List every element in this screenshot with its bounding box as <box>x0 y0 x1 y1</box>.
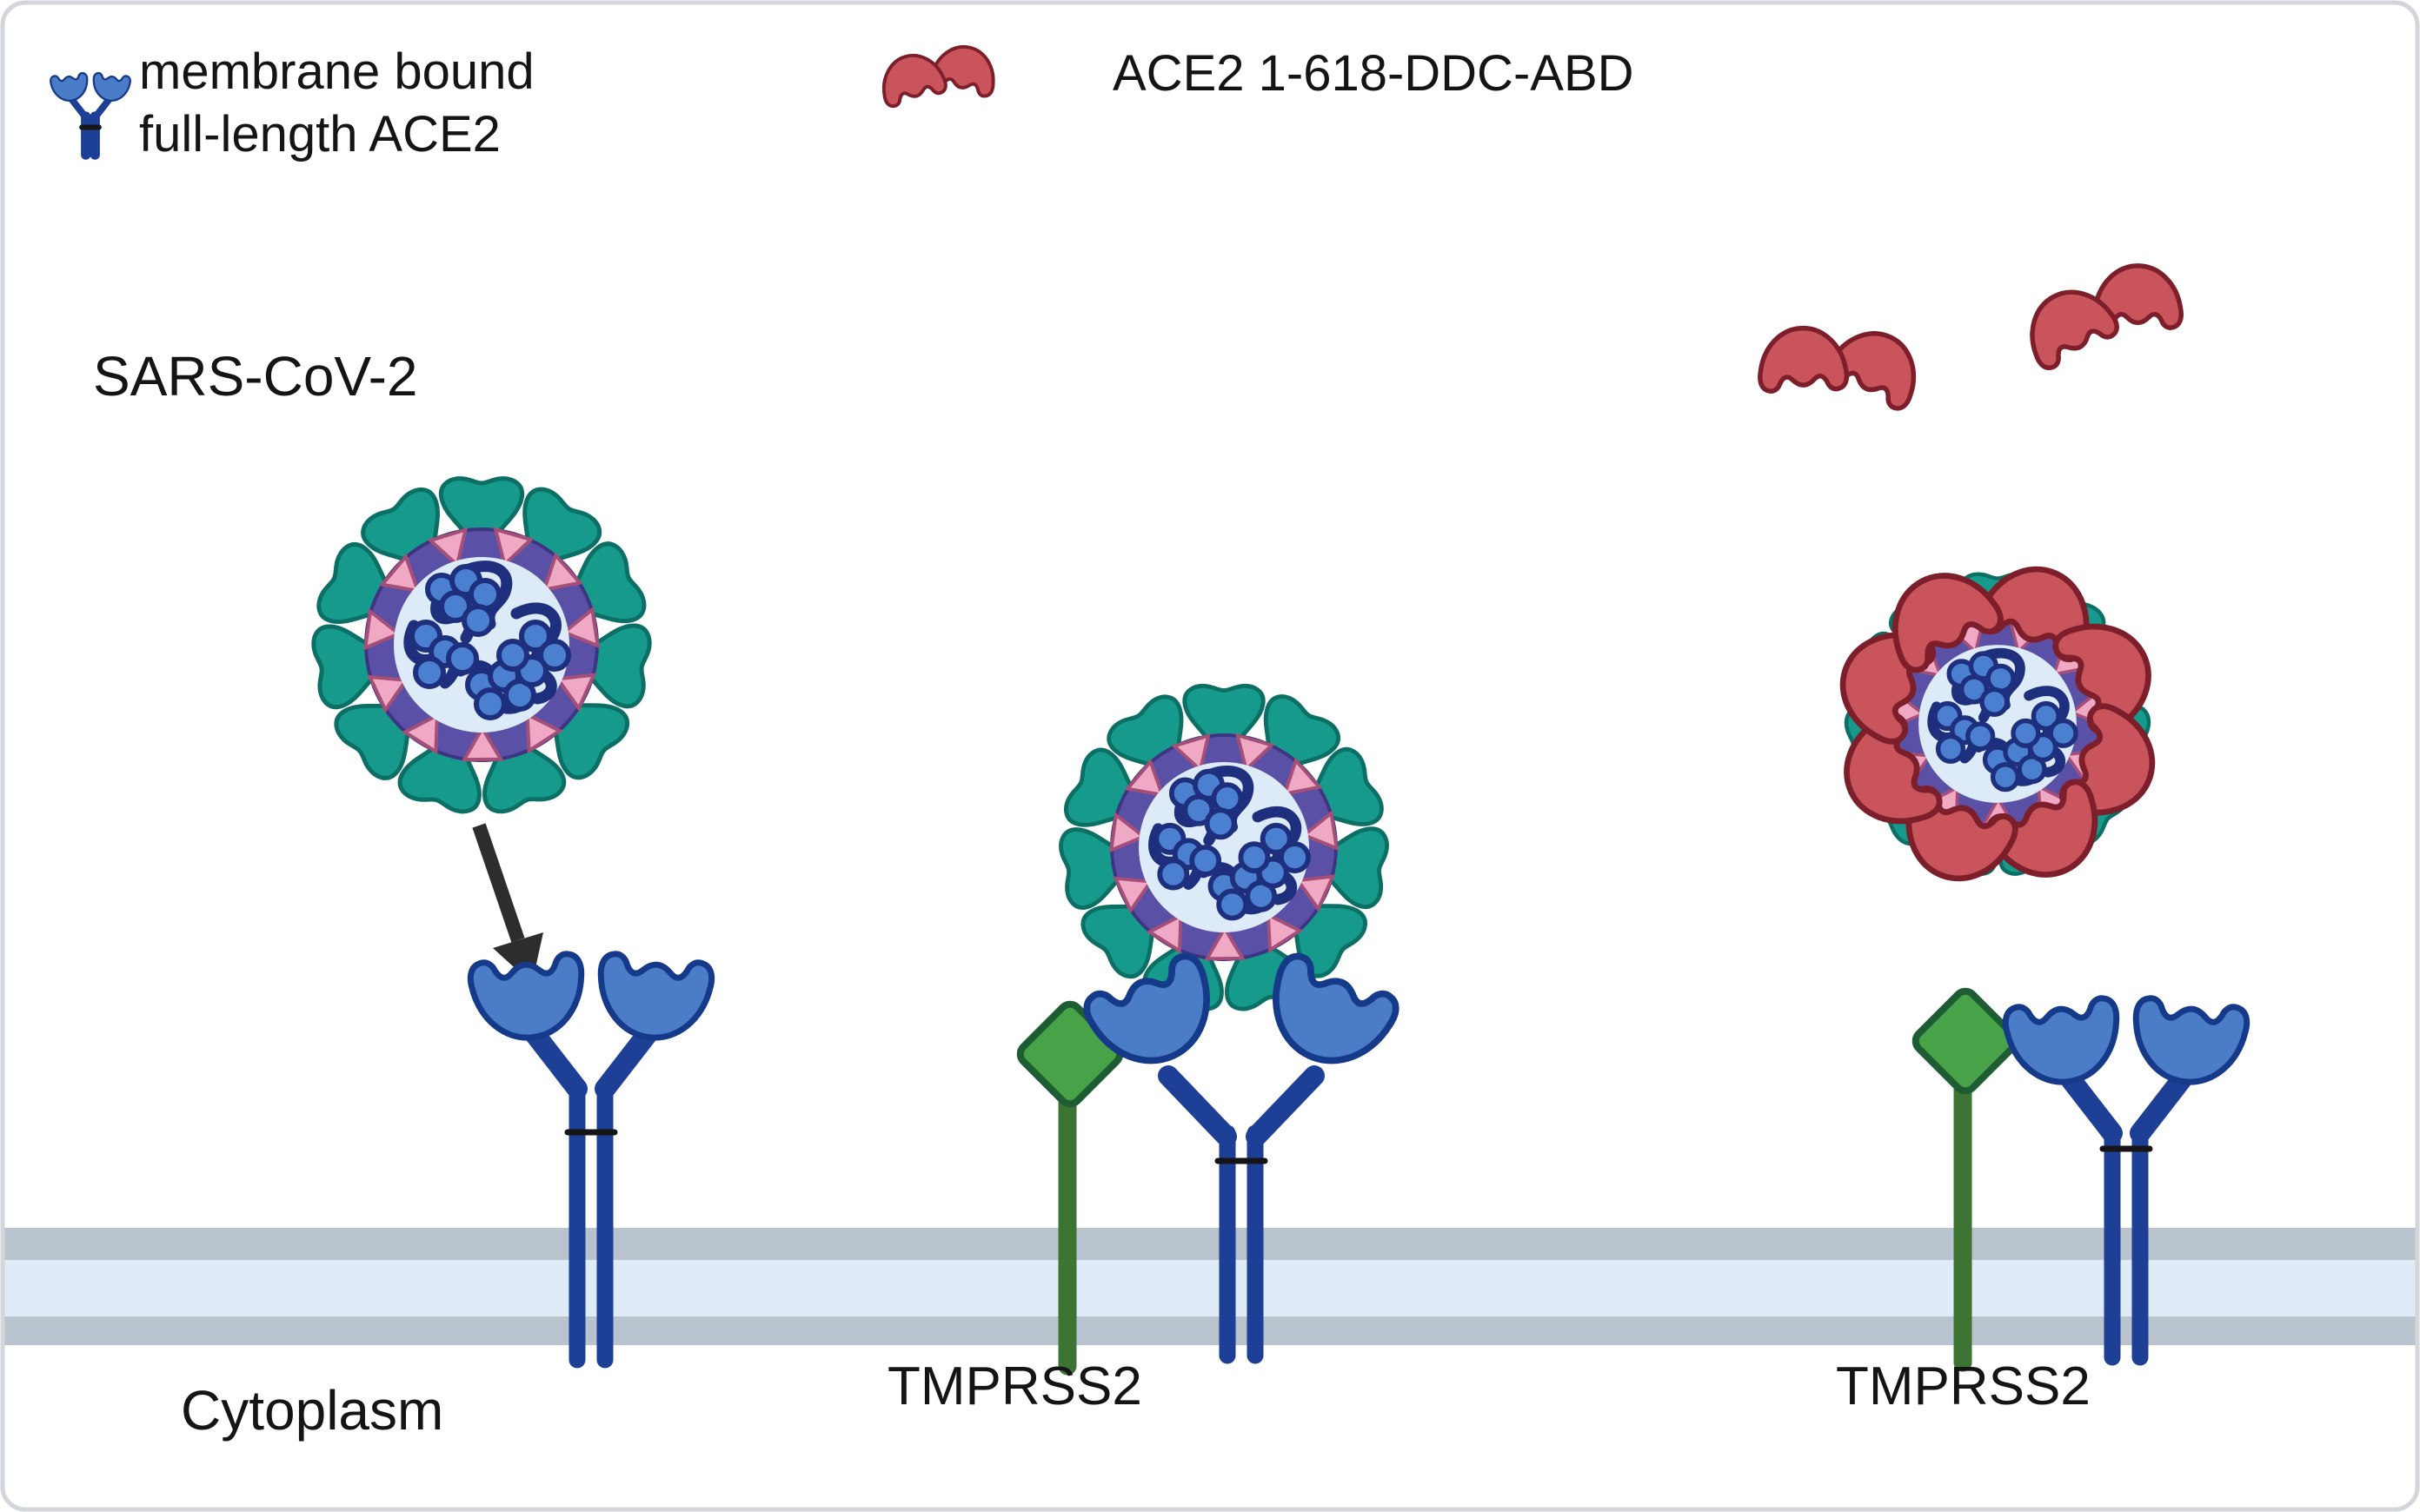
sars-cov-2-virion-free <box>311 479 652 816</box>
ace2-receptor-icon <box>50 73 131 160</box>
legend-membrane-ace2-line1: membrane bound <box>139 43 535 100</box>
sars-cov-2-virion-neutralized <box>1827 554 2168 894</box>
ace2-decoy-icon <box>875 41 1000 108</box>
free-decoy-pair-2 <box>2008 249 2197 375</box>
sars-cov-2-label: SARS-CoV-2 <box>93 345 417 408</box>
ace2-receptor-left <box>469 952 713 1369</box>
ace2-receptor-right <box>2004 997 2248 1366</box>
legend-membrane-ace2-line2: full-length ACE2 <box>139 106 501 162</box>
binding-arrow <box>472 823 543 984</box>
tmprss2-label-middle: TMPRSS2 <box>888 1356 1142 1416</box>
tmprss2-label-right: TMPRSS2 <box>1836 1356 2091 1416</box>
cytoplasm-label: Cytoplasm <box>181 1379 443 1442</box>
free-decoy-pair-1 <box>1744 297 1934 429</box>
ace2-receptor-middle-bound <box>1081 952 1401 1364</box>
cell-membrane <box>2 1228 2418 1345</box>
legend-decoy-label: ACE2 1-618-DDC-ABD <box>1113 45 1634 102</box>
tmprss2-diamond-icon <box>1911 987 2019 1095</box>
tmprss2-right <box>1911 987 2019 1372</box>
legend: membrane bound full-length ACE2 ACE2 1-6… <box>50 41 1634 162</box>
sars-cov-2-virion-bound <box>1059 686 1389 1012</box>
